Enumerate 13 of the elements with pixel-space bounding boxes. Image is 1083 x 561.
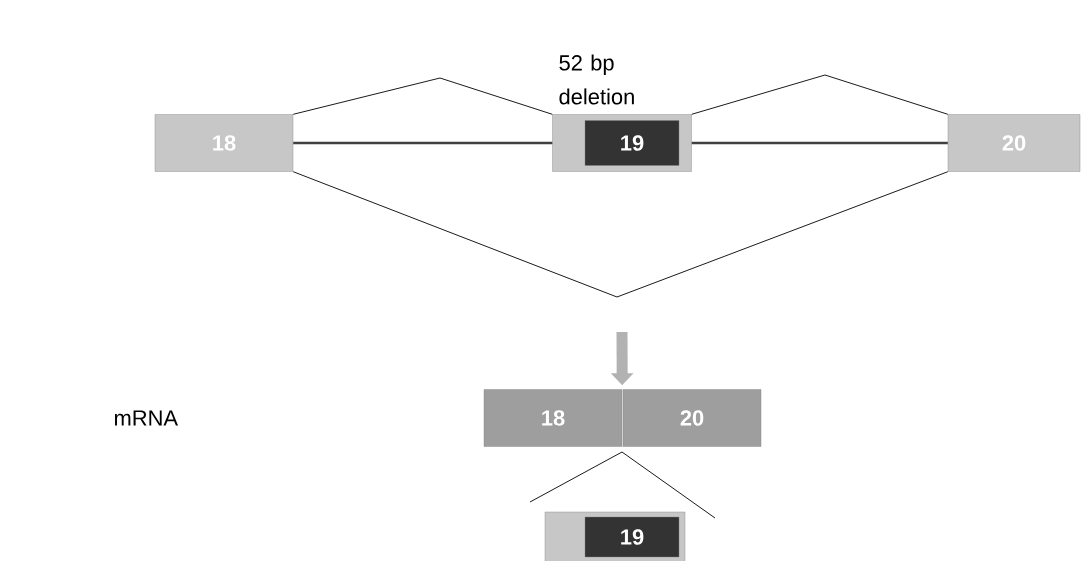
label: mRNA: [114, 410, 178, 426]
exon-box: 19: [584, 120, 680, 166]
node-label: 52 bp deletion: [559, 54, 634, 105]
intron-line: [691, 141, 948, 145]
splice-line: [691, 74, 949, 115]
exon-box: 18: [483, 389, 623, 447]
exon-box: 18: [154, 114, 294, 172]
exon-box: 20: [947, 114, 1081, 172]
exon-box: 19: [584, 516, 680, 558]
splice-line: [292, 171, 949, 298]
splice-line: [292, 77, 553, 115]
intron-line: [293, 141, 553, 145]
exon-box: 20: [622, 389, 762, 447]
